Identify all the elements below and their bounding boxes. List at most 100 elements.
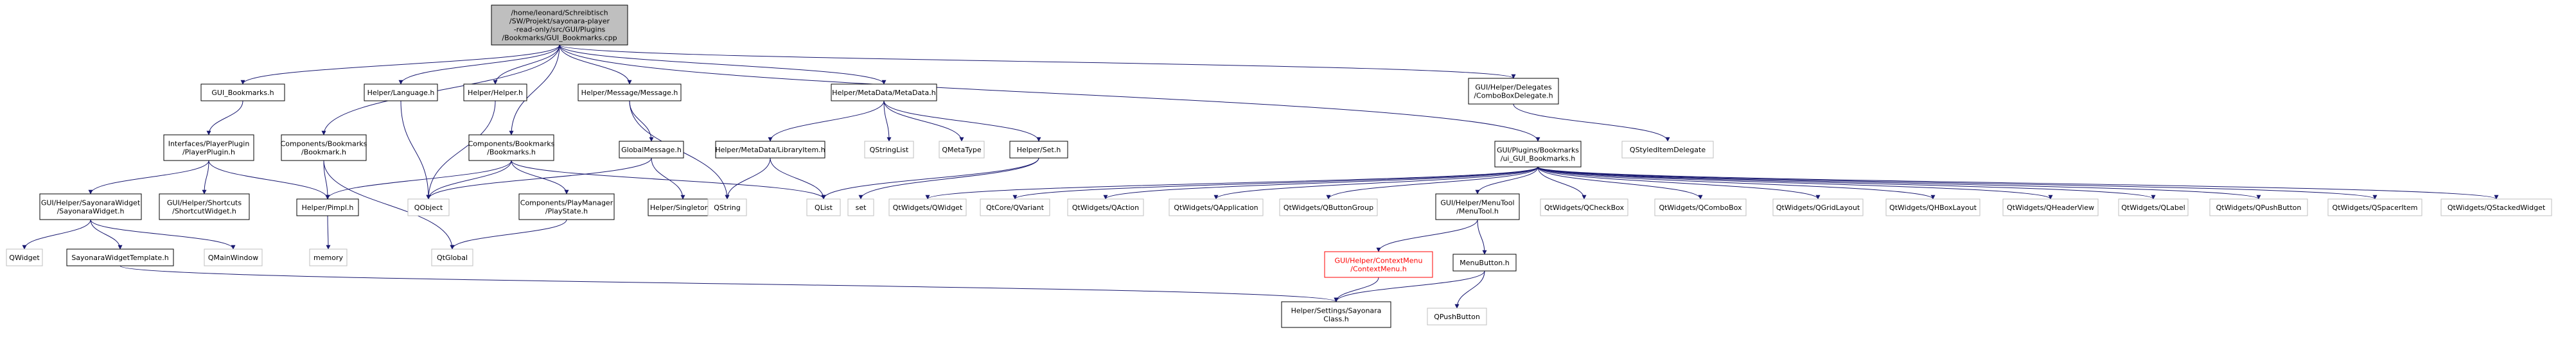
edge-helper_metadata_metadata_h-to-qmetatype: [883, 100, 964, 142]
edge-root-to-gui_plugins_bookmarks_ui_gui_bookmarks_h: [559, 44, 1540, 142]
node-qstring[interactable]: QString: [707, 198, 747, 216]
node-interfaces-playerplugin-playerplugin-h[interactable]: Interfaces/PlayerPlugin/PlayerPlugin.h: [163, 134, 254, 161]
node-qpushbutton[interactable]: QPushButton: [1427, 308, 1487, 326]
node-box: [1621, 141, 1714, 159]
edge-root-to-gui_helper_delegates_comboboxdelegate_h: [559, 44, 1516, 79]
node-qmainwindow[interactable]: QMainWindow: [204, 248, 263, 266]
node-label-line: /home/leonard/Schreibtisch: [511, 9, 608, 17]
node-label-line: /Bookmark.h: [301, 148, 346, 157]
node-label-line: /ui_GUI_Bookmarks.h: [1501, 155, 1576, 163]
node-box: [2002, 198, 2099, 216]
node-qtwidgets-qlabel[interactable]: QtWidgets/QLabel: [2118, 198, 2189, 216]
node-helper-helper-h[interactable]: Helper/Helper.h: [463, 83, 527, 101]
node-qtwidgets-qbuttongroup[interactable]: QtWidgets/QButtonGroup: [1279, 198, 1378, 216]
node-label-line: SayonaraWidgetTemplate.h: [71, 254, 168, 262]
edge-globalmessage_h-to-qobject: [426, 157, 652, 200]
node-helper-message-message-h[interactable]: Helper/Message/Message.h: [578, 83, 682, 101]
edge-components_bookmarks_bookmarks_h-to-components_playmanager_playstate_h: [511, 160, 569, 195]
node-box: [463, 83, 527, 101]
edge-sayonarawidgettemplate_h-to-helper_settings_sayonaraclass_h: [119, 265, 1339, 302]
node-box: [296, 198, 359, 216]
node-qlist[interactable]: QList: [806, 198, 841, 216]
node-gui-helper-delegates-comboboxdelegate-h[interactable]: GUI/Helper/Delegates/ComboBoxDelegate.h: [1468, 78, 1559, 105]
node-helper-language-h[interactable]: Helper/Language.h: [364, 83, 438, 101]
node-label-line: QtWidgets/QStackedWidget: [2448, 204, 2546, 212]
node-menubutton-h[interactable]: MenuButton.h: [1452, 254, 1517, 272]
edge-helper_metadata_metadata_h-to-helper_set_h: [883, 100, 1041, 142]
node-qtwidgets-qhboxlayout[interactable]: QtWidgets/QHBoxLayout: [1885, 198, 1981, 216]
edge-helper_helper_h-to-qobject: [426, 100, 496, 200]
node-label-line: Components/Bookmarks: [281, 140, 367, 148]
node-helper-pimpl-h[interactable]: Helper/Pimpl.h: [296, 198, 359, 216]
node-box: [939, 141, 985, 159]
node-label-line: GUI_Bookmarks.h: [211, 89, 274, 97]
node-helper-singleton-h[interactable]: Helper/Singleton.h: [648, 198, 718, 216]
node-qtwidgets-qpushbutton[interactable]: QtWidgets/QPushButton: [2209, 198, 2308, 216]
node-helper-set-h[interactable]: Helper/Set.h: [1009, 141, 1068, 159]
node-set[interactable]: set: [847, 198, 874, 216]
node-qtwidgets-qgridlayout[interactable]: QtWidgets/QGridLayout: [1772, 198, 1864, 216]
node-qobject[interactable]: QObject: [407, 198, 450, 216]
node-qstringlist[interactable]: QStringList: [864, 141, 914, 159]
node-globalmessage-h[interactable]: GlobalMessage.h: [619, 141, 684, 159]
node-label-line: -read-only/src/GUI/Plugins: [514, 26, 606, 34]
node-helper-metadata-libraryitem-h[interactable]: Helper/MetaData/LibraryItem.h: [715, 141, 825, 159]
node-label-line: QtWidgets/QAction: [1072, 204, 1139, 212]
node-qstyleditemdelegate[interactable]: QStyledItemDelegate: [1621, 141, 1714, 159]
node-box: [1468, 78, 1559, 105]
node-sayonarawidgettemplate-h[interactable]: SayonaraWidgetTemplate.h: [66, 248, 174, 266]
node-gui-helper-menutool-menutool-h[interactable]: GUI/Helper/MenuTool/MenuTool.h: [1435, 193, 1520, 220]
node-box: [847, 198, 874, 216]
node-qtcore-qvariant[interactable]: QtCore/QVariant: [980, 198, 1050, 216]
node-memory[interactable]: memory: [309, 248, 348, 266]
edge-helper_metadata_metadata_h-to-qstringlist: [883, 100, 892, 142]
node-gui-plugins-bookmarks-ui-gui-bookmarks-h[interactable]: GUI/Plugins/Bookmarks/ui_GUI_Bookmarks.h: [1494, 141, 1582, 168]
edge-helper_metadata_libraryitem_h-to-qstring: [725, 157, 771, 200]
node-qtwidgets-qcombobox[interactable]: QtWidgets/QComboBox: [1654, 198, 1747, 216]
edge-interfaces_playerplugin_playerplugin_h-to-gui_helper_shortcuts_shortcutwidget_h: [202, 160, 209, 195]
node-root: /home/leonard/Schreibtisch/SW/Projekt/sa…: [491, 4, 628, 46]
node-box: [1772, 198, 1864, 216]
node-qtwidgets-qspaceritem[interactable]: QtWidgets/QSpacerItem: [2327, 198, 2422, 216]
edge-helper_set_h-to-set: [858, 157, 1039, 200]
node-gui-bookmarks-h[interactable]: GUI_Bookmarks.h: [200, 83, 285, 101]
node-gui-helper-contextmenu-contextmenu-h[interactable]: GUI/Helper/ContextMenu/ContextMenu.h: [1324, 251, 1433, 278]
node-label-line: QPushButton: [1434, 313, 1480, 321]
node-box: [200, 83, 285, 101]
edge-gui_plugins_bookmarks_ui_gui_bookmarks_h-to-qtcore_qvariant: [1012, 166, 1539, 200]
node-qtwidgets-qheaderview[interactable]: QtWidgets/QHeaderView: [2002, 198, 2099, 216]
node-label-line: /ShortcutWidget.h: [172, 207, 236, 216]
node-label-line: GUI/Helper/MenuTool: [1440, 199, 1514, 207]
node-label-line: QtWidgets/QGridLayout: [1776, 204, 1860, 212]
node-gui-helper-shortcuts-shortcutwidget-h[interactable]: GUI/Helper/Shortcuts/ShortcutWidget.h: [159, 193, 250, 220]
node-helper-metadata-metadata-h[interactable]: Helper/MetaData/MetaData.h: [831, 83, 937, 101]
node-components-playmanager-playstate-h[interactable]: Components/PlayManager/PlayState.h: [518, 193, 615, 220]
node-qtwidgets-qwidget[interactable]: QtWidgets/QWidget: [888, 198, 967, 216]
node-label-line: Helper/Helper.h: [468, 89, 523, 97]
node-qtwidgets-qcheckbox[interactable]: QtWidgets/QCheckBox: [1540, 198, 1628, 216]
node-box: [1654, 198, 1747, 216]
node-box: [648, 198, 718, 216]
node-qtwidgets-qaction[interactable]: QtWidgets/QAction: [1067, 198, 1144, 216]
node-qwidget[interactable]: QWidget: [6, 248, 43, 266]
node-components-bookmarks-bookmarks-h-top[interactable]: Components/Bookmarks/Bookmark.h: [281, 134, 367, 161]
node-gui-helper-sayonarawidget-sayonarawidget-h[interactable]: GUI/Helper/SayonaraWidget/SayonaraWidget…: [39, 193, 142, 220]
node-box: [1324, 251, 1433, 278]
node-label-line: Helper/MetaData/LibraryItem.h: [715, 146, 825, 154]
node-qmetatype[interactable]: QMetaType: [939, 141, 985, 159]
node-qtwidgets-qstackedwidget[interactable]: QtWidgets/QStackedWidget: [2440, 198, 2552, 216]
node-qtglobal[interactable]: QtGlobal: [431, 248, 473, 266]
edge-root-to-helper_helper_h: [493, 44, 560, 85]
edge-helper_metadata_libraryitem_h-to-qlist: [770, 157, 826, 200]
edge-gui_helper_menutool_menutool_h-to-gui_helper_contextmenu_contextmenu_h: [1376, 219, 1478, 252]
edge-helper_set_h-to-qlist: [821, 157, 1039, 200]
node-components-bookmarks-bookmarks-h[interactable]: Components/Bookmarks/Bookmarks.h: [468, 134, 555, 161]
edge-components_bookmarks_bookmarks_h-to-helper_pimpl_h: [325, 160, 512, 200]
node-label-line: Interfaces/PlayerPlugin: [168, 140, 250, 148]
node-label-line: /Bookmarks/GUI_Bookmarks.cpp: [502, 34, 617, 42]
node-qtwidgets-qapplication[interactable]: QtWidgets/QApplication: [1169, 198, 1264, 216]
node-label-line: Helper/Message/Message.h: [581, 89, 678, 97]
node-label-line: GUI/Helper/Delegates: [1475, 83, 1551, 92]
